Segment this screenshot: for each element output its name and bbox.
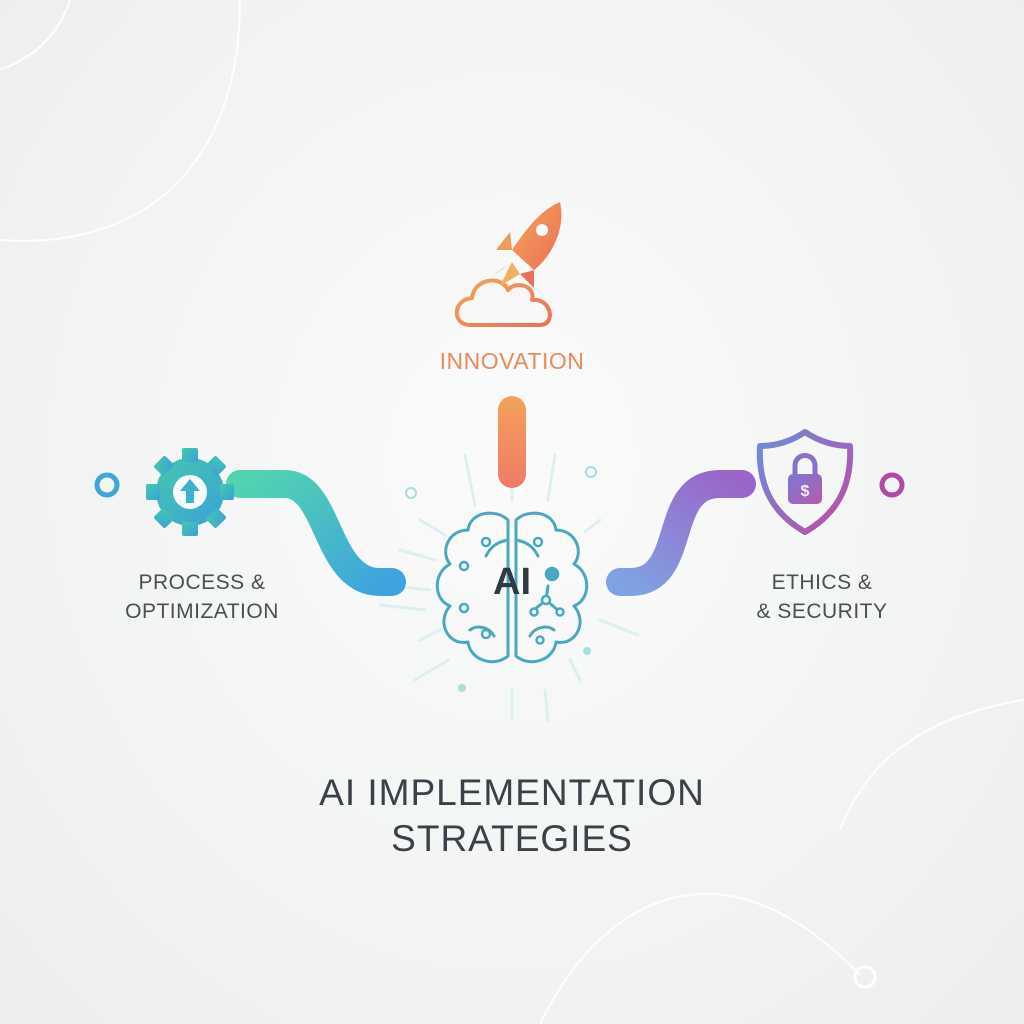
process-label-line1: PROCESS & (138, 571, 266, 594)
innovation-label-line: INNOVATION (439, 348, 585, 374)
brain-icon (435, 511, 589, 664)
background-ring (853, 965, 877, 989)
ethics-endpoint-ring (879, 472, 905, 498)
ethics-connector (606, 470, 756, 596)
process-label: PROCESS & OPTIMIZATION (92, 568, 312, 626)
brain-nodes (458, 536, 565, 645)
center-ai-label: AI (493, 561, 531, 603)
ethics-label-line2: & SECURITY (756, 600, 888, 623)
process-label-line2: OPTIMIZATION (125, 600, 279, 623)
sparkle-dots (405, 466, 597, 692)
shield-lock-icon: $ (756, 429, 854, 535)
ethics-label: ETHICS & & SECURITY (712, 568, 932, 626)
process-endpoint-ring (94, 472, 120, 498)
svg-text:$: $ (801, 483, 810, 500)
gear-upload-icon (146, 448, 234, 536)
page-title-line2: STRATEGIES (391, 818, 633, 859)
page-title-line1: AI IMPLEMENTATION (319, 772, 705, 813)
process-connector (226, 470, 406, 596)
rocket-cloud-icon (454, 202, 562, 327)
page-title: AI IMPLEMENTATION STRATEGIES (212, 770, 812, 862)
brain-glow-rays (378, 453, 640, 722)
ethics-label-line1: ETHICS & (771, 571, 873, 594)
innovation-connector (498, 396, 526, 488)
innovation-label: INNOVATION (382, 348, 642, 375)
